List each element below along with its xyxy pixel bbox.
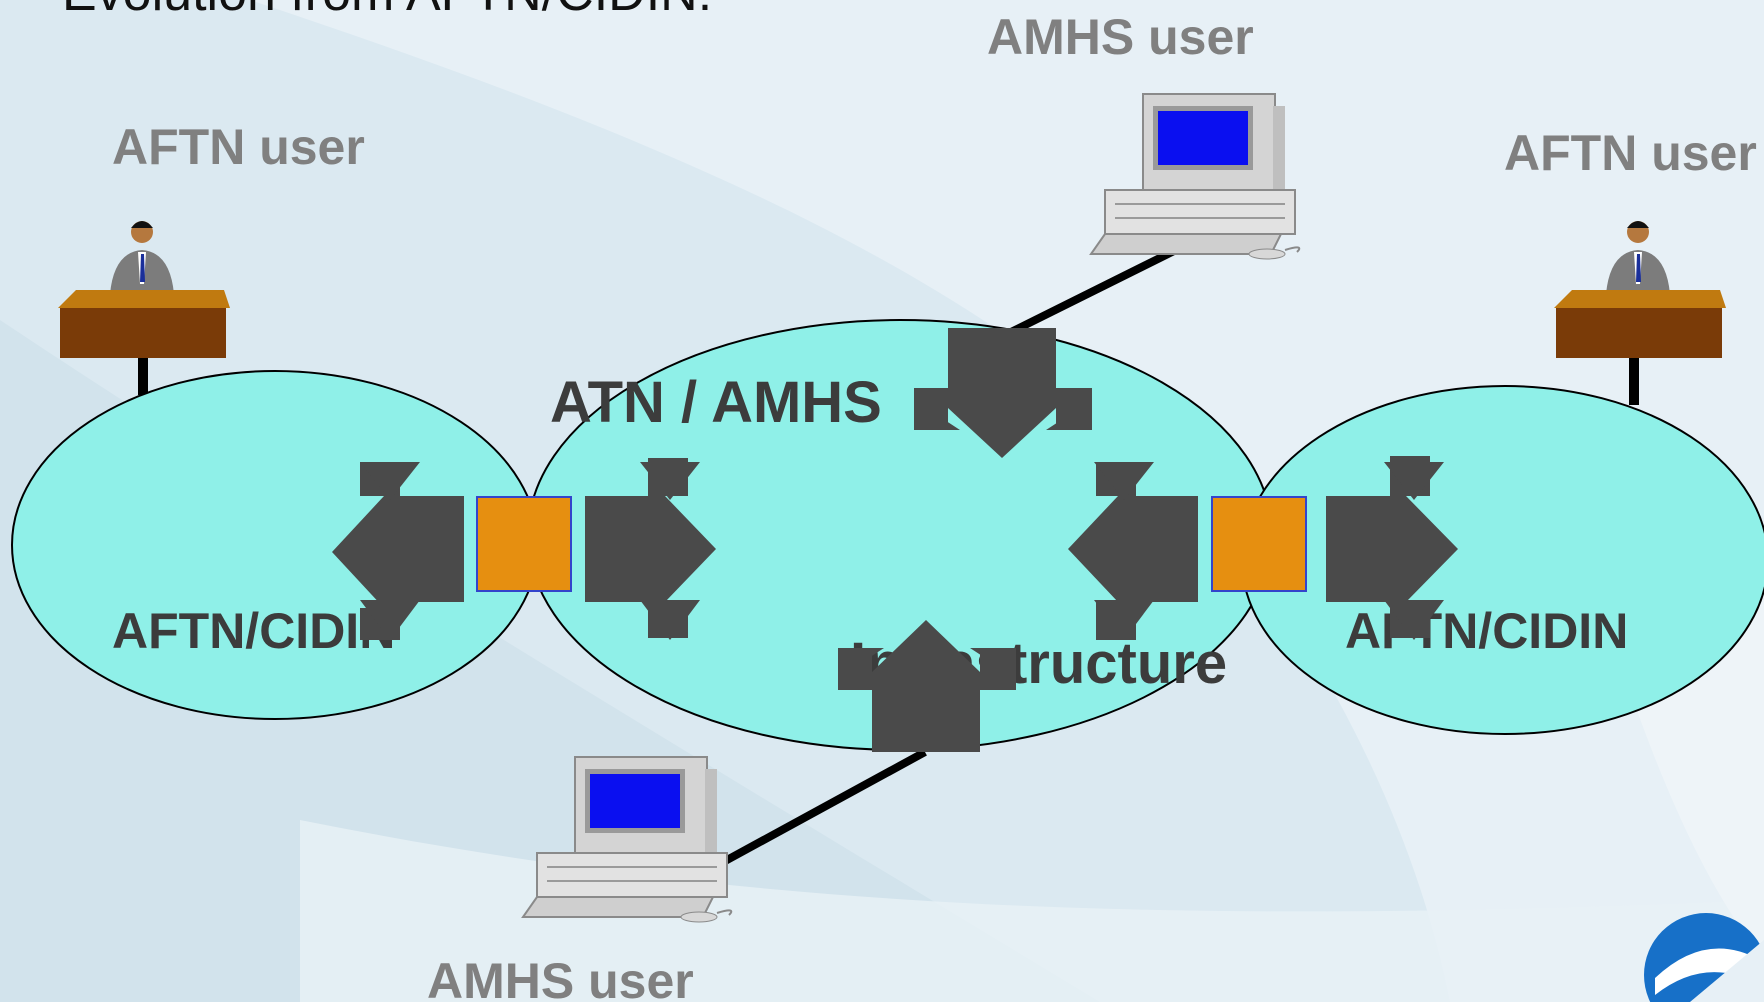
link-amhs-top: [1003, 244, 1182, 339]
gateway-right: [1211, 496, 1307, 592]
aftn-user-label-left: AFTN user: [112, 119, 365, 175]
link-amhs-bottom: [703, 748, 927, 876]
arrow-block-right-gateway-west: [1068, 462, 1198, 640]
aftn-cidin-label-left: AFTN/CIDIN: [112, 603, 395, 659]
aftn-user-label-right: AFTN user: [1504, 125, 1757, 181]
atn-amhs-title: ATN / AMHS: [550, 370, 882, 435]
amhs-user-label-bottom: AMHS user: [427, 953, 694, 1002]
organization-logo-icon: [1644, 913, 1764, 1002]
amhs-user-top-computer-icon: [1089, 93, 1301, 260]
arrow-block-top: [914, 328, 1092, 458]
amhs-user-label-top: AMHS user: [987, 9, 1254, 65]
arrow-block-left-gateway-west: [332, 462, 464, 640]
arrow-block-bottom: [838, 620, 1016, 752]
arrow-block-right-gateway-east: [1326, 456, 1458, 640]
aftn-cidin-network-right: [1241, 385, 1764, 735]
aftn-cidin-label-right: AFTN/CIDIN: [1345, 603, 1628, 659]
amhs-user-bottom-computer-icon: [521, 756, 733, 923]
arrow-block-left-gateway-east: [585, 458, 716, 640]
aftn-user-left-icon: [58, 221, 230, 358]
aftn-user-right-icon: [1554, 221, 1726, 358]
slide-title: Evolution from AFTN/CIDIN:: [62, 0, 712, 22]
gateway-left: [476, 496, 572, 592]
